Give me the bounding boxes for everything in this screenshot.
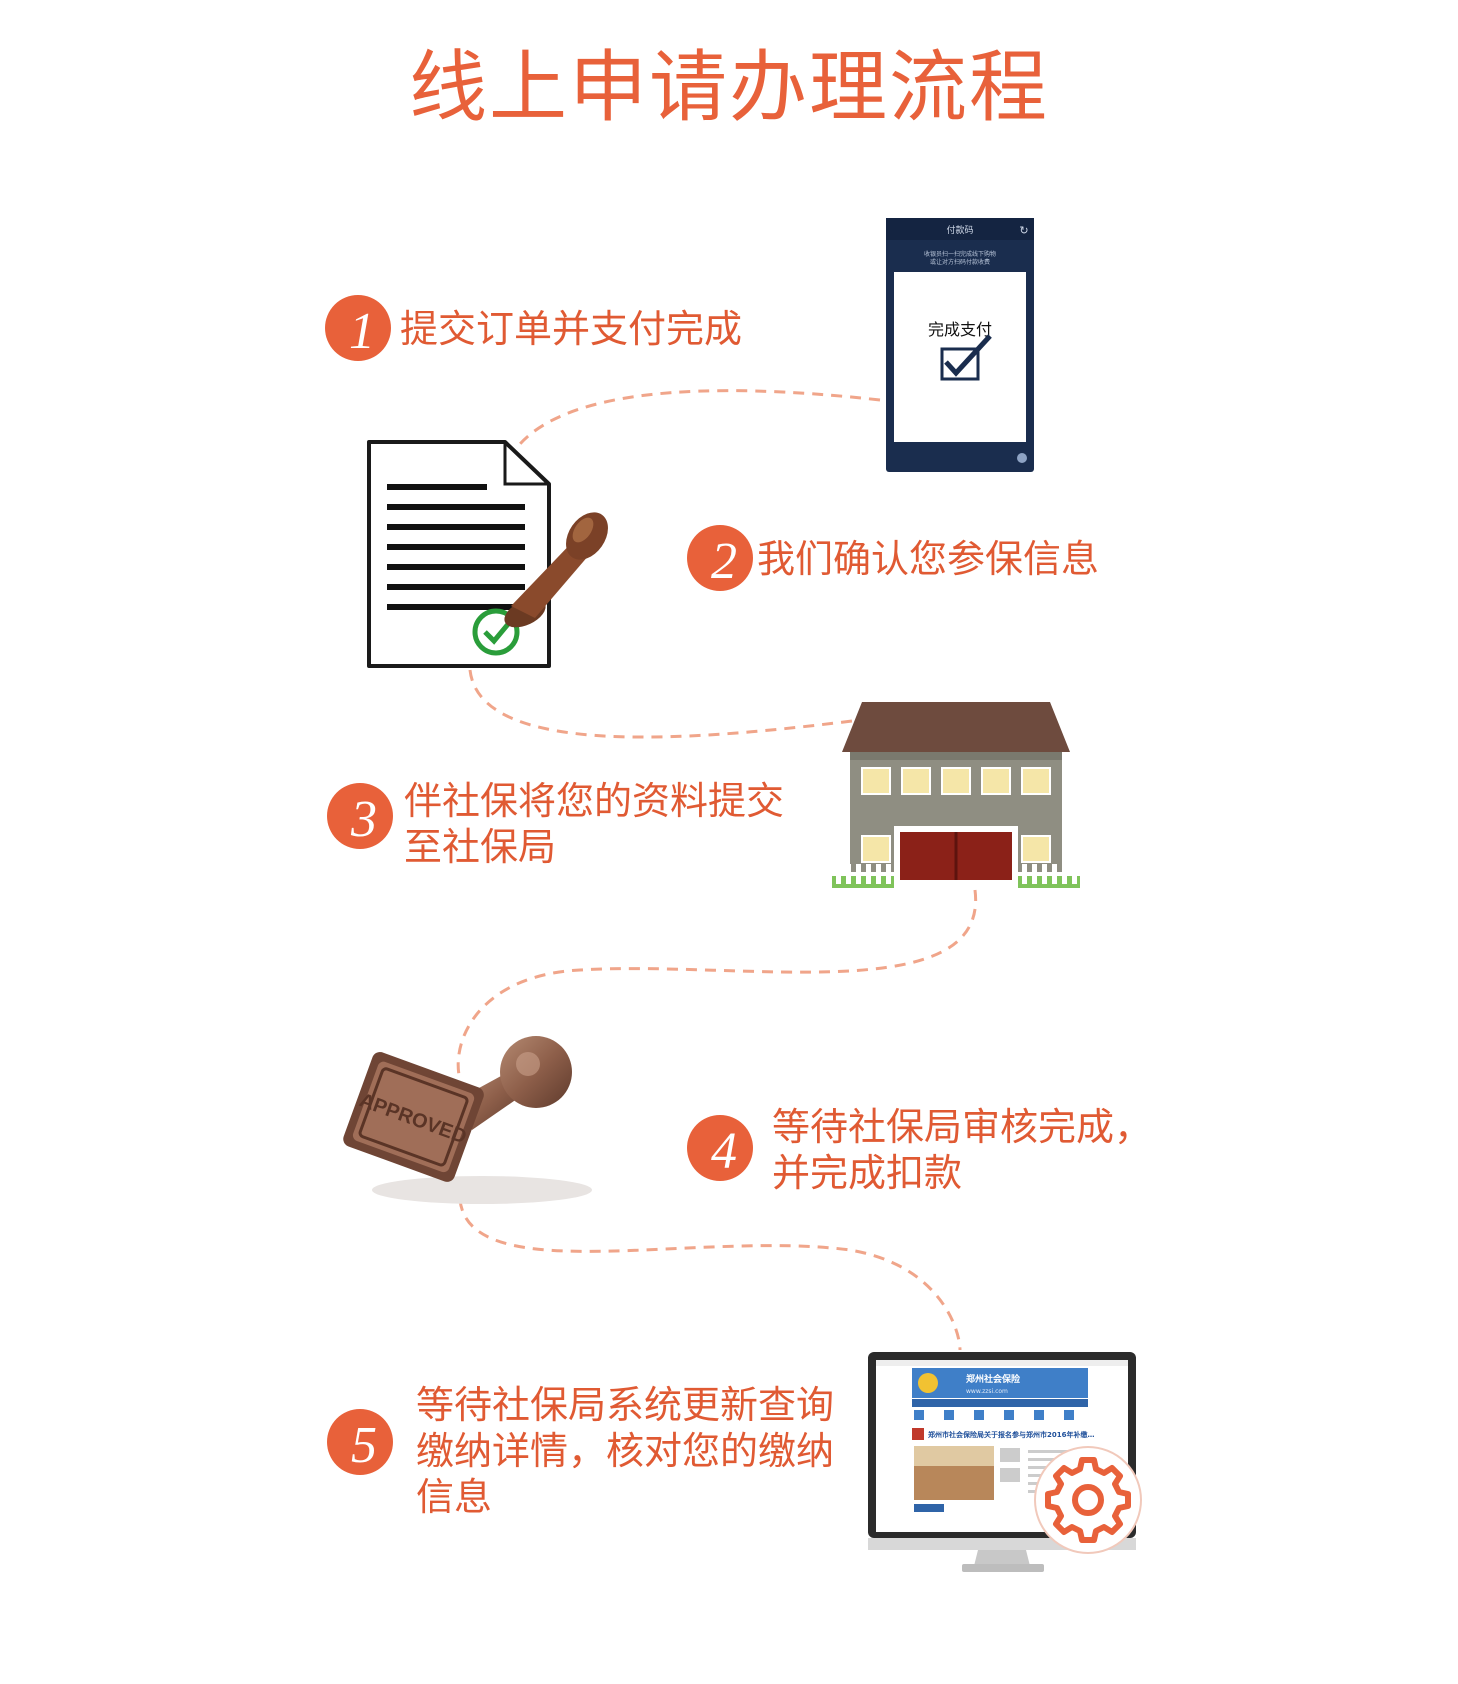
step-text-4: 等待社保局审核完成， 并完成扣款 [772, 1105, 1153, 1195]
step-number-2: 2 [711, 533, 737, 590]
step-number-5: 5 [351, 1417, 377, 1474]
website-banner-text: 郑州社会保险 [966, 1373, 1021, 1385]
step-text-3: 伴社保将您的资料提交 至社保局 [404, 779, 785, 869]
website-url-text: www.zzsi.com [966, 1388, 1008, 1395]
step-text-2: 我们确认您参保信息 [757, 537, 1100, 581]
website-monitor-icon: 郑州社会保险 www.zzsi.com 郑州市社会保险局关于报名参与郑州市201… [868, 1352, 1156, 1576]
step-badge-2: 2 [687, 525, 753, 591]
phone-desc-line-1: 收银员扫一扫完成线下购物 [924, 250, 996, 258]
page-title: 线上申请办理流程 [408, 43, 1049, 133]
step-number-3: 3 [350, 791, 377, 848]
phone-card-text: 完成支付 [928, 320, 992, 339]
step-badge-1: 1 [325, 295, 391, 361]
step-badge-5: 5 [327, 1409, 393, 1475]
step-text-5: 等待社保局系统更新查询 缴纳详情，核对您的缴纳 信息 [416, 1383, 835, 1519]
step-number-4: 4 [711, 1123, 737, 1180]
phone-desc-line-2: 或让对方扫码付款收费 [930, 258, 990, 266]
step-badge-4: 4 [687, 1115, 753, 1181]
payment-phone-icon: 付款码 ↻ 收银员扫一扫完成线下购物 或让对方扫码付款收费 完成支付 [886, 218, 1034, 472]
phone-header-text: 付款码 [946, 224, 973, 236]
social-security-building-icon [832, 702, 1080, 894]
refresh-icon: ↻ [1019, 224, 1028, 237]
website-headline: 郑州市社会保险局关于报名参与郑州市2016年补缴… [928, 1430, 1094, 1439]
document-approved-icon [365, 438, 621, 670]
step-badge-3: 3 [327, 783, 393, 849]
approved-stamp-icon: APPROVED [343, 1030, 602, 1206]
gear-icon [1034, 1446, 1142, 1554]
step-text-1: 提交订单并支付完成 [400, 307, 743, 351]
step-number-1: 1 [349, 303, 375, 360]
